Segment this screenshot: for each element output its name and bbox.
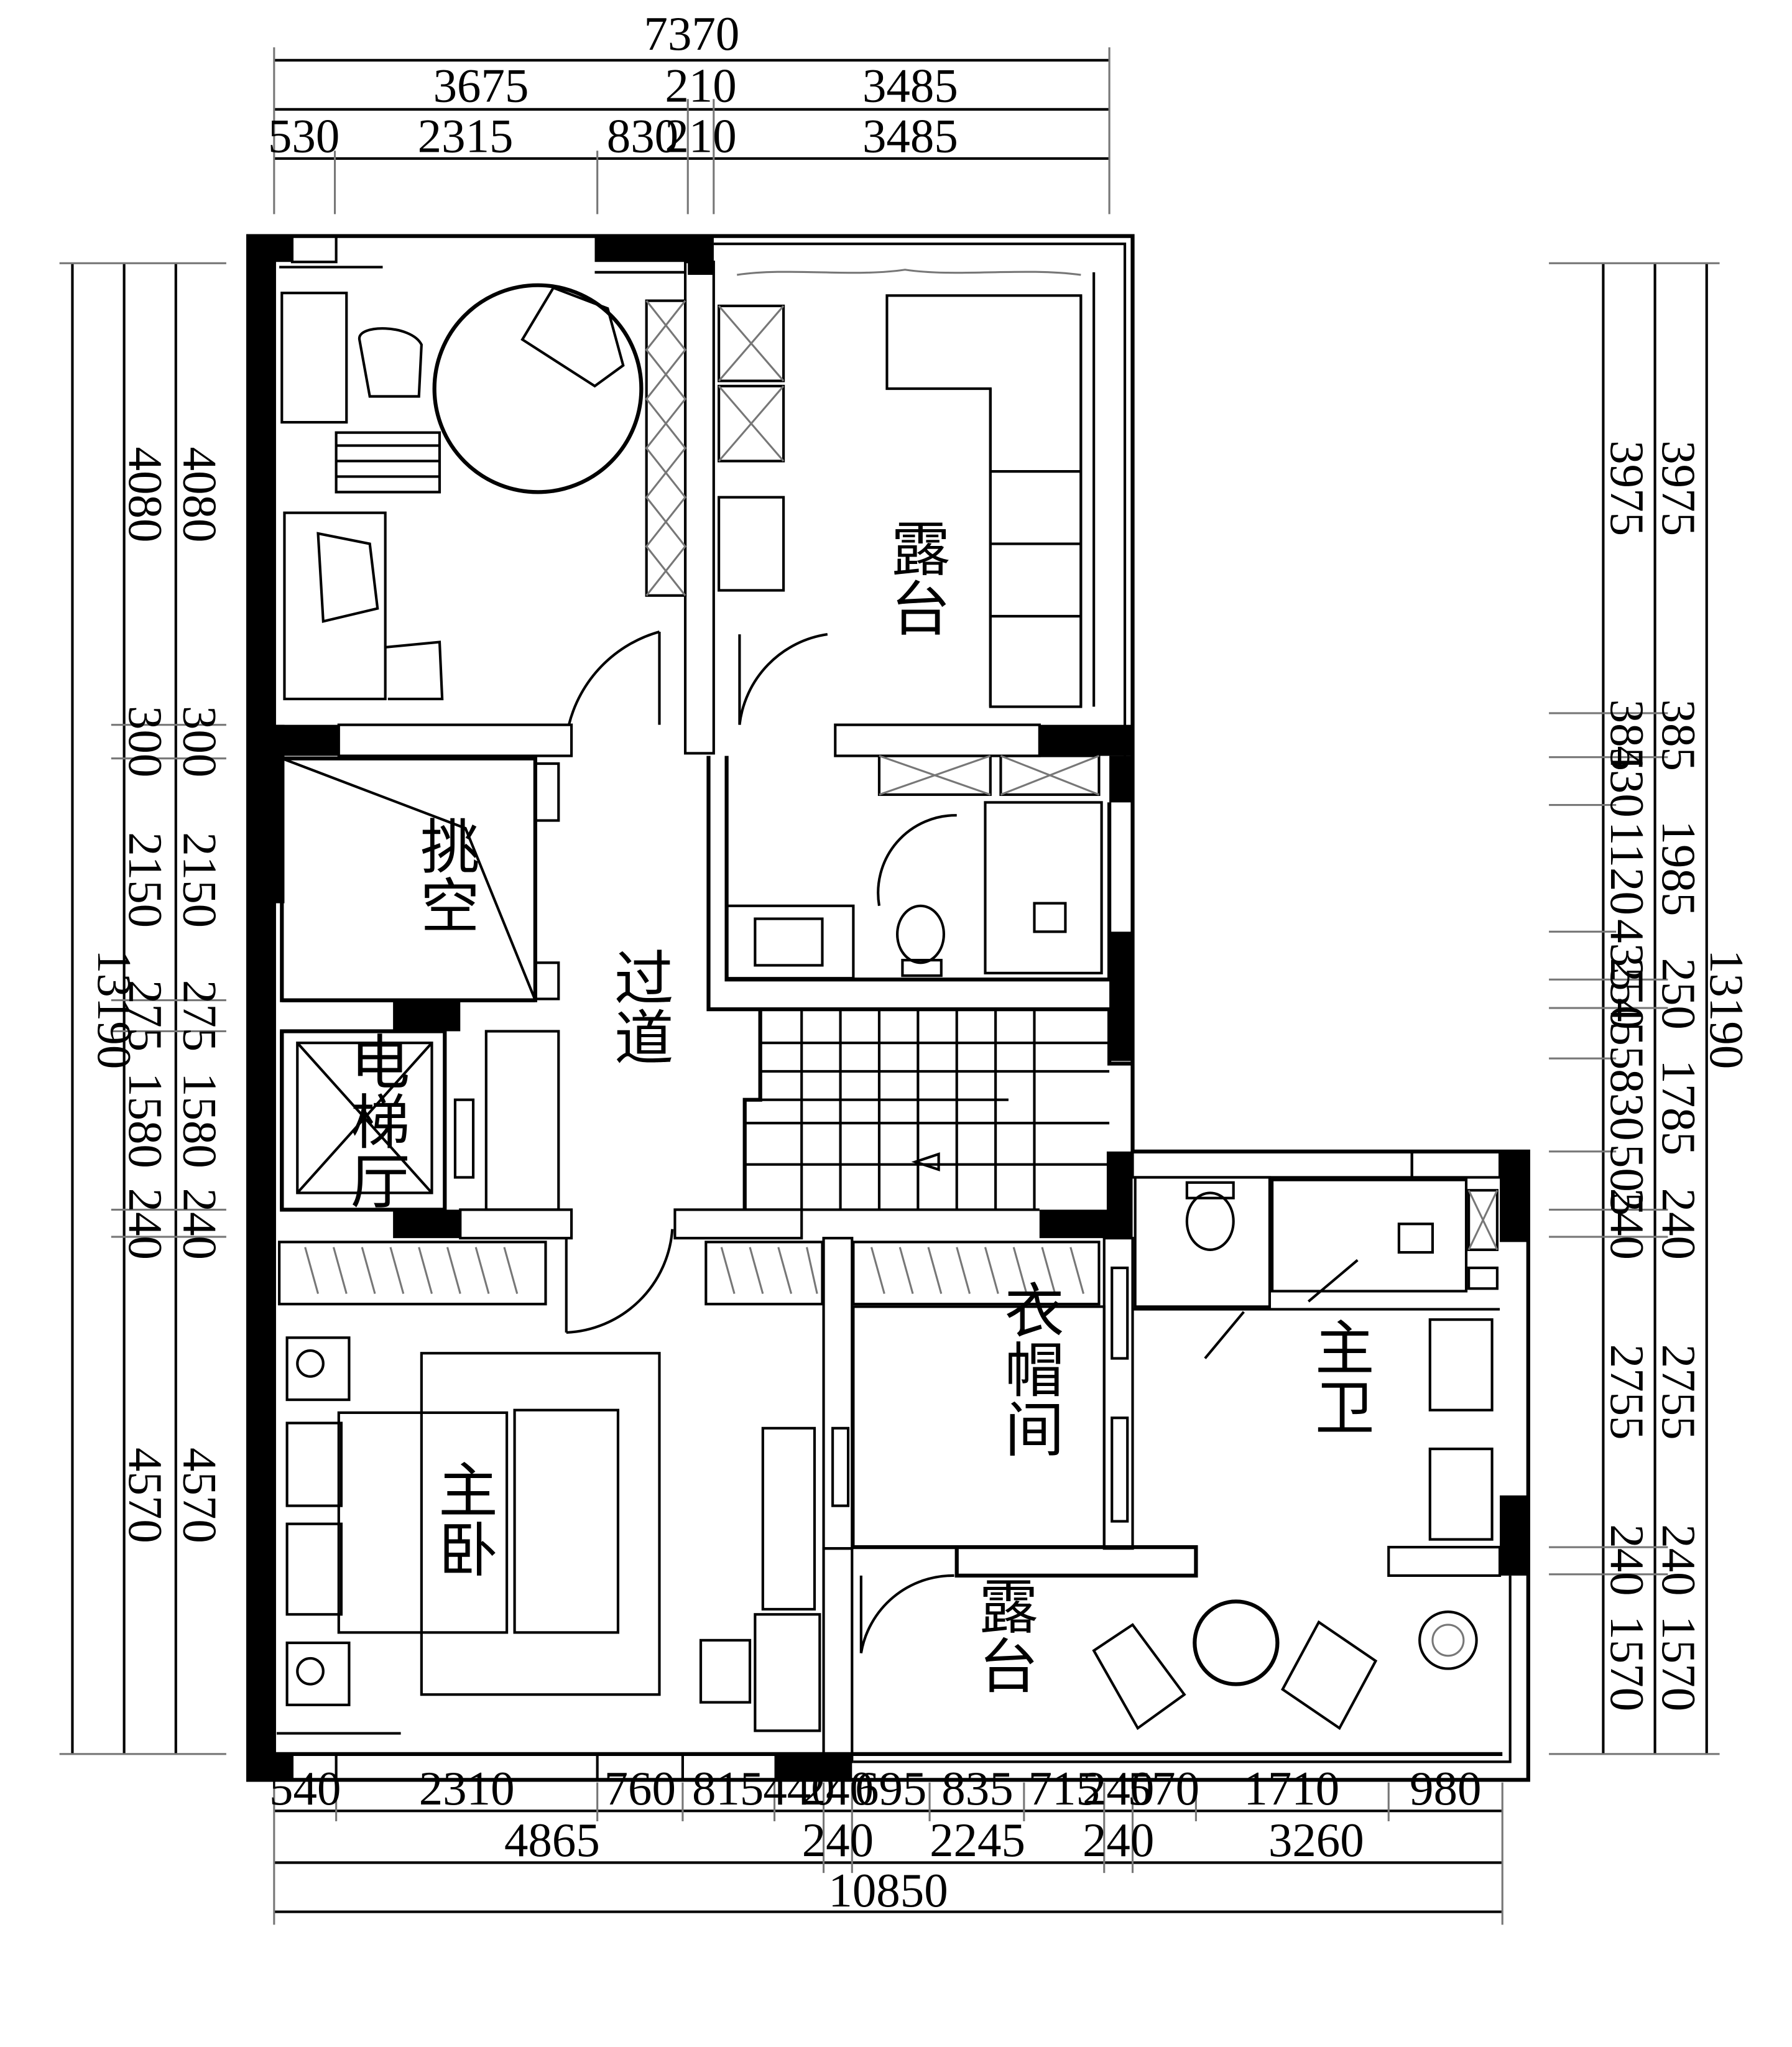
dim-bot-r2-1: 240: [802, 1813, 874, 1867]
dim-top-r2-0: 3675: [433, 58, 529, 112]
dim-left-o-5: 240: [119, 1188, 172, 1260]
dim-right-o-8: 1570: [1652, 1615, 1706, 1711]
dim-bot-r2-2: 2245: [930, 1813, 1025, 1867]
dim-top-r3-0: 530: [268, 109, 339, 163]
dim-right-i-2: 430: [1600, 746, 1654, 817]
dim-top-r3-3: 210: [665, 109, 736, 163]
dim-right-i-7: 830: [1600, 1069, 1654, 1140]
label-master-bedroom: 主卧: [428, 1459, 497, 1578]
dim-left-i-0: 4080: [173, 447, 226, 543]
dim-left-o-1: 300: [119, 706, 172, 777]
dim-top-r2-2: 3485: [862, 58, 958, 112]
dim-right-o-2: 1985: [1652, 821, 1706, 917]
dim-right-i-3: 1120: [1600, 821, 1654, 915]
dim-top-r2-1: 210: [665, 58, 736, 112]
dim-bot-r1-7: 835: [941, 1762, 1013, 1815]
dim-top-r3-2: 830: [607, 109, 678, 163]
top-balcony-furniture: [718, 269, 1096, 725]
dim-right-o-3: 250: [1652, 958, 1706, 1029]
room-labels: 露台 挑空 过道 电梯厅 主卧 衣帽间 主卫 露台: [340, 518, 1374, 1694]
dim-right-i-5: 250: [1600, 958, 1654, 1029]
dim-bot-r1-3: 815: [692, 1762, 764, 1815]
dim-left-o-6: 4570: [119, 1448, 172, 1543]
dim-left-o-2: 2150: [119, 832, 172, 928]
dim-left-i-1: 300: [173, 706, 226, 777]
dim-right-o-7: 240: [1652, 1524, 1706, 1596]
dim-bot-r1-11: 1710: [1244, 1762, 1339, 1815]
dim-top-r3-1: 2315: [418, 109, 514, 163]
top-dimensions: 7370 3675 210 3485 530 2315 830 210 3485: [268, 7, 1111, 215]
dim-left-total: 13190: [88, 950, 141, 1069]
dim-top-total: 7370: [644, 7, 740, 60]
dim-bot-r1-2: 760: [604, 1762, 676, 1815]
dim-left-i-3: 275: [173, 980, 226, 1051]
dim-bot-r1-10: 570: [1128, 1762, 1199, 1815]
closet: [831, 1266, 1129, 1549]
dim-right-o-4: 1785: [1652, 1060, 1706, 1155]
label-void: 挑空: [410, 815, 479, 934]
study-furniture: [279, 266, 687, 726]
dim-left-i-5: 240: [173, 1188, 226, 1260]
dim-bot-r1-12: 980: [1410, 1762, 1481, 1815]
dim-bot-r1-9: 240: [1083, 1762, 1154, 1815]
dim-left-o-3: 275: [119, 980, 172, 1051]
label-master-bath: 主卫: [1305, 1317, 1374, 1436]
label-balcony-bottom: 露台: [969, 1576, 1038, 1694]
dim-right-i-0: 3975: [1600, 440, 1654, 536]
dim-left-o-4: 1580: [119, 1073, 172, 1168]
dim-right-i-9: 240: [1600, 1188, 1654, 1260]
dim-bot-r2-0: 4865: [504, 1813, 600, 1867]
dim-right-i-10: 2755: [1600, 1344, 1654, 1440]
dim-bot-r2-3: 240: [1083, 1813, 1154, 1867]
elevator: [280, 1029, 560, 1212]
label-elevator-hall: 电梯厅: [340, 1031, 410, 1209]
void-area: [280, 756, 560, 1002]
dim-right-o-5: 240: [1652, 1188, 1706, 1260]
master-bedroom-furniture: [276, 1229, 1101, 1735]
bottom-dimensions: 540 2310 760 815 440 240 695 835 715 240…: [269, 1762, 1503, 1925]
dim-left-i-2: 2150: [173, 832, 226, 928]
label-corridor: 过道: [604, 947, 673, 1066]
dim-left-i-4: 1580: [173, 1073, 226, 1168]
master-bath-furniture: [1132, 1176, 1500, 1541]
dim-bot-r1-1: 2310: [419, 1762, 515, 1815]
dim-right-i-6: 455: [1600, 998, 1654, 1070]
right-dimensions: 13190 3975 385 430 1120 435 250 455 830 …: [1549, 262, 1753, 1755]
dim-bot-total: 10850: [828, 1864, 948, 1917]
dim-left-o-0: 4080: [119, 447, 172, 543]
dim-right-i-4: 435: [1600, 919, 1654, 991]
dim-left-i-6: 4570: [173, 1448, 226, 1543]
stairs: [742, 1008, 1110, 1211]
left-dimensions: 13190 4080 300 2150 275 1580 240 4570 40…: [59, 262, 226, 1755]
label-closet: 衣帽间: [994, 1280, 1064, 1458]
bottom-balcony-furniture: [859, 1574, 1478, 1730]
dim-bot-r1-6: 695: [855, 1762, 926, 1815]
dim-right-i-1: 385: [1600, 700, 1654, 771]
upper-bath: [725, 754, 1103, 980]
dim-right-o-1: 385: [1652, 700, 1706, 771]
dim-bot-r2-4: 3260: [1268, 1813, 1364, 1867]
dim-right-i-12: 1570: [1600, 1615, 1654, 1711]
dim-right-o-0: 3975: [1652, 440, 1706, 536]
dim-right-i-11: 240: [1600, 1524, 1654, 1596]
dim-bot-r1-8: 715: [1028, 1762, 1100, 1815]
dim-right-total: 13190: [1700, 950, 1753, 1069]
dim-right-o-6: 2755: [1652, 1344, 1706, 1440]
dim-top-r3-4: 3485: [862, 109, 958, 163]
label-balcony-top: 露台: [880, 518, 950, 637]
dim-right-i-8: 505: [1600, 1144, 1654, 1216]
